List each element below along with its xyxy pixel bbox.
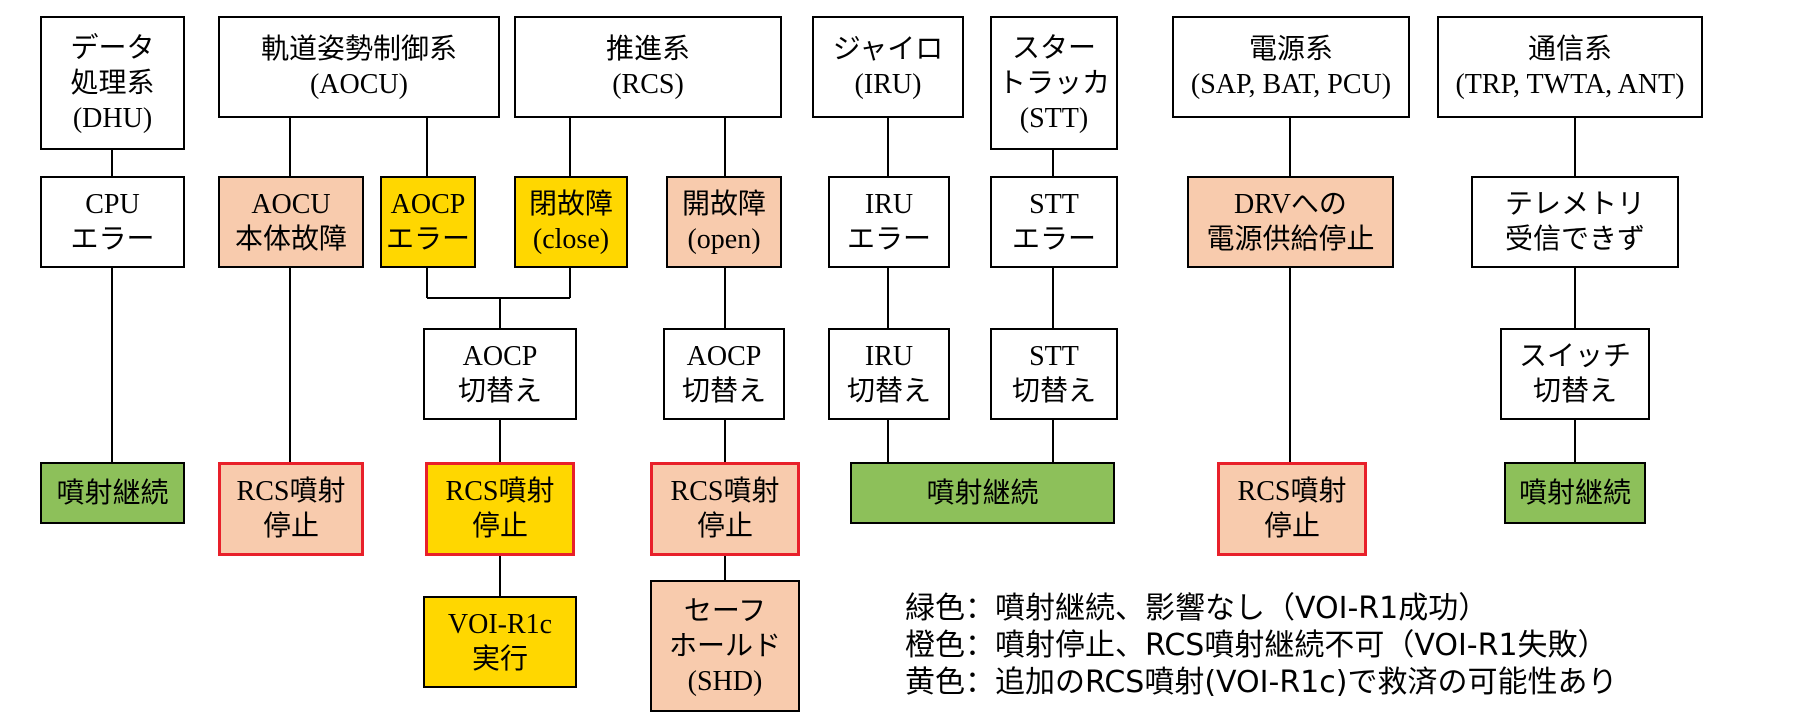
system-aocu: 軌道姿勢制御系 (AOCU) [218,16,500,118]
legend: 緑色：噴射継続、影響なし（VOI-R1成功） 橙色：噴射停止、RCS噴射継続不可… [905,590,1617,701]
system-power: 電源系 (SAP, BAT, PCU) [1172,16,1410,118]
fault-stt-error: STT エラー [990,176,1118,268]
fault-iru-error: IRU エラー [828,176,950,268]
system-comm: 通信系 (TRP, TWTA, ANT) [1437,16,1703,118]
system-rcs: 推進系 (RCS) [514,16,782,118]
fault-aocp-error: AOCP エラー [380,176,476,268]
result-rcs-stop-aocp: RCS噴射 停止 [425,462,575,556]
system-iru: ジャイロ (IRU) [812,16,964,118]
result-rcs-stop-aocu: RCS噴射 停止 [218,462,364,556]
result-rcs-stop-open: RCS噴射 停止 [650,462,800,556]
legend-yellow: 黄色：追加のRCS噴射(VOI-R1c)で救済の可能性あり [905,665,1618,700]
action-stt-switch: STT 切替え [990,328,1118,420]
legend-green: 緑色：噴射継続、影響なし（VOI-R1成功） [905,591,1489,626]
result-continue-comm: 噴射継続 [1504,462,1646,524]
final-safe-hold: セーフ ホールド (SHD) [650,580,800,712]
final-voi-r1c: VOI-R1c 実行 [423,596,577,688]
fault-valve-close: 閉故障 (close) [514,176,628,268]
action-iru-switch: IRU 切替え [828,328,950,420]
legend-orange: 橙色：噴射停止、RCS噴射継続不可（VOI-R1失敗） [905,628,1608,663]
fault-telemetry-loss: テレメトリ 受信できず [1471,176,1679,268]
fault-drv-power-loss: DRVへの 電源供給停止 [1187,176,1394,268]
system-dhu: データ 処理系 (DHU) [40,16,185,150]
fault-aocu-failure: AOCU 本体故障 [218,176,364,268]
system-stt: スター トラッカ (STT) [990,16,1118,150]
result-rcs-stop-power: RCS噴射 停止 [1217,462,1367,556]
action-aocp-switch-1: AOCP 切替え [423,328,577,420]
result-continue-iru-stt: 噴射継続 [850,462,1115,524]
fault-cpu-error: CPU エラー [40,176,185,268]
fault-valve-open: 開故障 (open) [666,176,782,268]
action-aocp-switch-2: AOCP 切替え [663,328,785,420]
result-continue-dhu: 噴射継続 [40,462,185,524]
action-switch: スイッチ 切替え [1500,328,1650,420]
